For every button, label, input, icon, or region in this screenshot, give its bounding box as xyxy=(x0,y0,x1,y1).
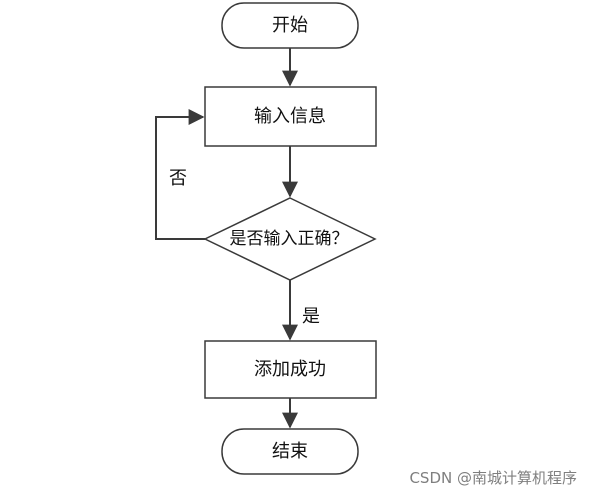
success-process-label: 添加成功 xyxy=(254,359,326,380)
decision-yes-label: 是 xyxy=(302,306,320,327)
decision-no-loop-arrow xyxy=(155,109,205,240)
decision-no-label: 否 xyxy=(169,168,187,189)
end-node xyxy=(221,428,359,475)
watermark-text: CSDN @南城计算机程序 xyxy=(409,469,577,487)
success-process-node xyxy=(204,340,377,399)
input-process-node xyxy=(204,86,377,147)
decision-node-label: 是否输入正确？ xyxy=(230,229,349,249)
input-process-label: 输入信息 xyxy=(254,106,326,127)
end-node-label: 结束 xyxy=(272,441,308,462)
start-node-label: 开始 xyxy=(272,15,308,36)
